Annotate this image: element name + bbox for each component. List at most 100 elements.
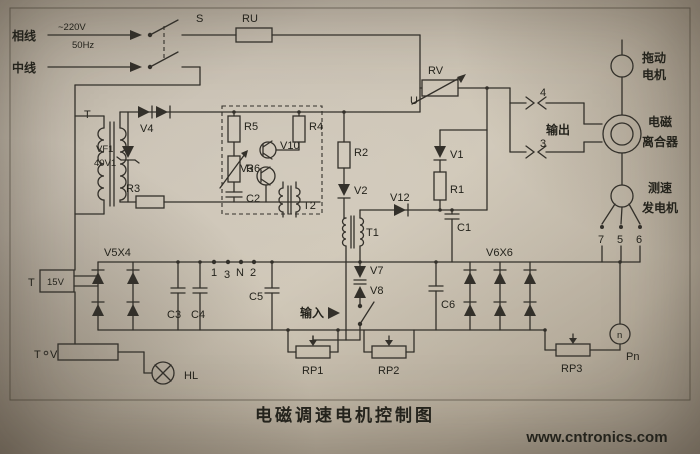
label-hl: HL xyxy=(184,370,198,382)
diode-v12: V12 xyxy=(390,192,410,217)
label-v4: V4 xyxy=(140,123,153,135)
label-rv: RV xyxy=(428,65,444,77)
label-r4: R4 xyxy=(309,121,323,133)
resistor-r2: R2 xyxy=(337,141,368,169)
label-tacho-1: 测速 xyxy=(648,180,672,195)
label-input: 输入 xyxy=(300,305,324,320)
label-frequency: 50Hz xyxy=(72,40,94,51)
label-switch-s: S xyxy=(196,13,203,25)
label-15v: 15V xyxy=(47,277,65,288)
primary-coil xyxy=(97,127,105,201)
drag-motor: 拖动 电机 xyxy=(610,39,666,82)
label-v12: V12 xyxy=(390,192,410,204)
label-v6x6: V6X6 xyxy=(486,247,513,259)
label-vf1-voltage: 40V1 xyxy=(94,158,116,169)
label-n: n xyxy=(617,330,622,341)
label-v7: V7 xyxy=(370,265,383,277)
phase-arrow-icon xyxy=(130,30,142,40)
label-drag-motor-1: 拖动 xyxy=(642,50,666,65)
diode-v1: V1 xyxy=(433,129,463,173)
diode-v4: V4 xyxy=(138,105,171,135)
pot-rp3: RP3 xyxy=(544,329,621,375)
label-neutral-line: 中线 xyxy=(12,60,36,75)
diode-v8: V8 xyxy=(353,283,383,307)
input-arrow-icon xyxy=(328,307,340,319)
label-phase-line: 相线 xyxy=(12,28,36,43)
watermark: www.cntronics.com xyxy=(525,429,667,446)
main-transformer: T xyxy=(84,109,127,207)
label-pin6: 6 xyxy=(636,234,642,246)
label-pn: Pn xyxy=(626,351,639,363)
supply-lines: 相线 中线 ~220V 50Hz xyxy=(12,22,142,75)
label-v10: V10 xyxy=(280,140,300,152)
label-t2: T2 xyxy=(303,200,316,212)
label-pin3b: 3 xyxy=(224,269,230,281)
label-voltage: ~220V xyxy=(58,22,86,33)
label-c1: C1 xyxy=(457,222,471,234)
resistor-r4: R4 xyxy=(292,115,323,143)
label-clutch-2: 离合器 xyxy=(642,134,679,149)
lamp-winding: T V xyxy=(34,343,119,361)
label-v8: V8 xyxy=(370,285,383,297)
capacitor-c3: C3 xyxy=(167,261,186,331)
capacitor-c5: C5 xyxy=(249,261,280,331)
label-t1: T1 xyxy=(366,227,379,239)
capacitor-c6: C6 xyxy=(428,261,455,331)
diode-v2: V2 xyxy=(337,184,367,199)
varistor-rv: RV U xyxy=(410,65,466,107)
label-rp1: RP1 xyxy=(302,365,323,377)
clutch: 电磁 离合器 xyxy=(602,76,679,154)
pot-rp2: RP2 xyxy=(363,329,415,377)
circuit-wires xyxy=(74,34,641,345)
secondary-coil xyxy=(119,127,127,201)
speed-switch xyxy=(357,301,375,341)
label-c2: C2 xyxy=(246,193,260,205)
trigger-module-box xyxy=(221,105,323,215)
label-lamp-t: T xyxy=(34,349,41,361)
diagram-title: 电磁调速电机控制图 xyxy=(255,405,435,425)
label-pin7: 7 xyxy=(598,234,604,246)
label-r5: R5 xyxy=(244,121,258,133)
zener-vf1: VF1 40V1 xyxy=(94,111,140,203)
resistor-r1: R1 xyxy=(433,171,464,211)
label-node-u: U xyxy=(410,95,418,107)
diode-v7: V7 xyxy=(353,261,383,281)
label-winding-t: T xyxy=(28,277,35,289)
neutral-arrow-icon xyxy=(130,62,142,72)
label-pin2: 2 xyxy=(250,267,256,279)
label-pinN: N xyxy=(236,267,244,279)
diagram-frame xyxy=(9,7,691,401)
capacitor-c1: C1 xyxy=(444,209,471,263)
label-fuse-ru: RU xyxy=(242,13,258,25)
label-v1: V1 xyxy=(450,149,463,161)
label-c5: C5 xyxy=(249,291,263,303)
label-r1: R1 xyxy=(450,184,464,196)
label-r2: R2 xyxy=(354,147,368,159)
output-connector: 4 输出 3 xyxy=(509,87,585,159)
label-clutch-1: 电磁 xyxy=(648,114,672,129)
label-lamp-v: V xyxy=(50,349,58,361)
label-transformer-t: T xyxy=(84,109,91,121)
label-c6: C6 xyxy=(441,299,455,311)
label-output: 输出 xyxy=(546,122,570,137)
label-rp3: RP3 xyxy=(561,363,582,375)
fuse-ru: RU xyxy=(235,13,273,43)
bridge-v6x6: V6X6 xyxy=(463,247,537,331)
bridge-v5x4: V5X4 xyxy=(91,247,140,331)
label-v5x4: V5X4 xyxy=(104,247,131,259)
label-c3: C3 xyxy=(167,309,181,321)
lamp-hl: HL xyxy=(117,351,198,385)
label-tacho-2: 发电机 xyxy=(641,200,678,215)
winding-15v: 15V T xyxy=(28,269,99,293)
label-r6: R6 xyxy=(246,163,260,175)
pulse-transformer-t1: T1 xyxy=(341,215,379,249)
label-c4: C4 xyxy=(191,309,205,321)
label-v3: V3 xyxy=(240,163,253,175)
resistor-r5: R5 xyxy=(227,115,258,143)
label-rp2: RP2 xyxy=(378,365,399,377)
label-v2: V2 xyxy=(354,185,367,197)
tacho-generator: 测速 发电机 7 5 6 xyxy=(598,152,678,246)
terminal-block: 1 3 N 2 xyxy=(211,259,257,281)
